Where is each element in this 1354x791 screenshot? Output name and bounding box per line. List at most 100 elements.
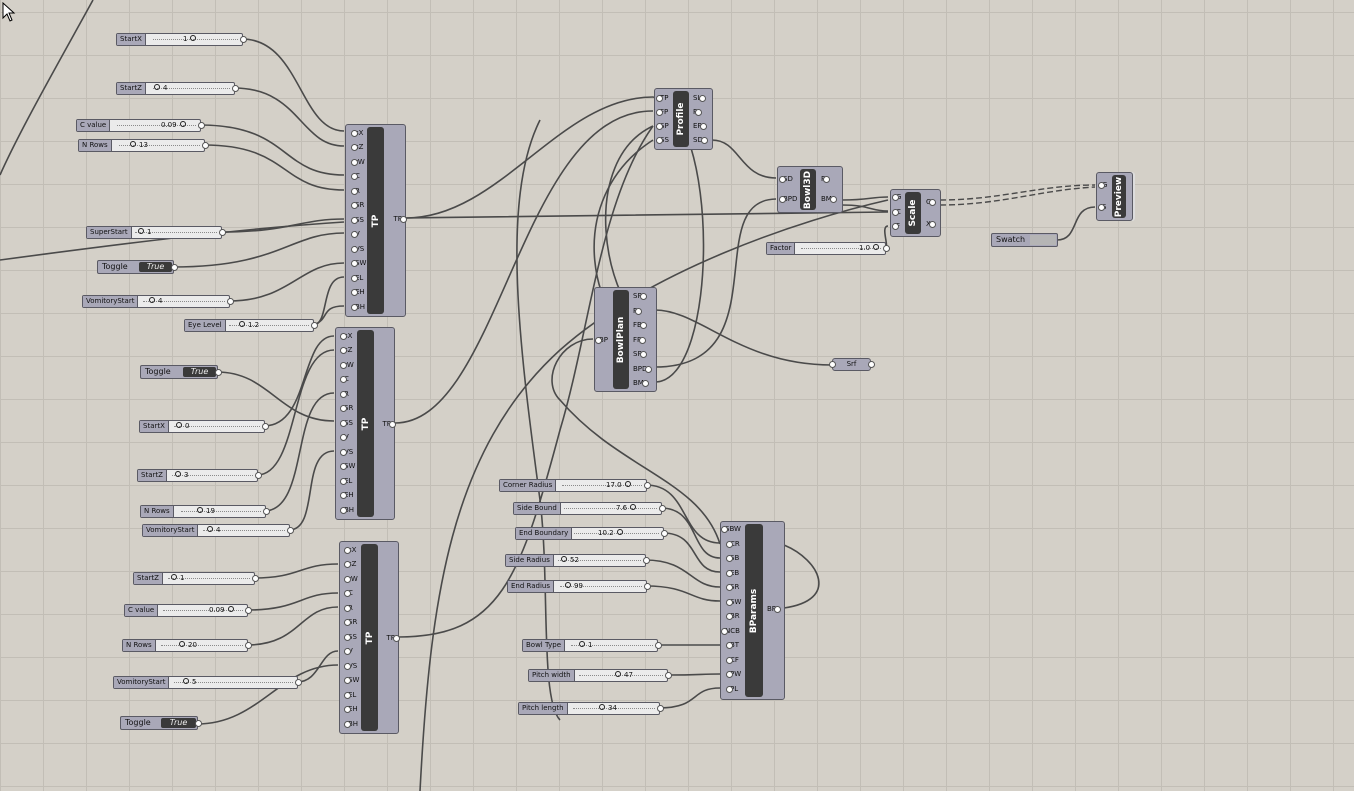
input-port[interactable]: SS <box>656 136 669 144</box>
slider-nrows-2[interactable]: N Rows 19 <box>140 505 270 518</box>
input-port[interactable]: SBW <box>721 525 741 533</box>
input-port[interactable]: EB <box>725 569 740 577</box>
input-port[interactable]: rW <box>351 158 365 166</box>
input-port[interactable]: EH <box>340 491 354 499</box>
bparams-component[interactable]: BParams SBW CR SB EB SR SW BR NCB BT CF … <box>720 521 785 700</box>
slider-nrows-1[interactable]: N Rows 13 <box>78 139 209 152</box>
slider-factor[interactable]: Factor 1.0 <box>766 242 890 255</box>
swatch-color[interactable] <box>1030 235 1056 245</box>
slider-cvalue-1[interactable]: C value 0.09 <box>76 119 205 132</box>
slider-vomitorystart-1[interactable]: VomitoryStart 4 <box>82 295 234 308</box>
input-port[interactable]: F <box>891 222 901 230</box>
input-port[interactable]: S <box>1097 203 1107 211</box>
output-port[interactable]: X <box>926 220 936 228</box>
input-port[interactable]: R <box>340 390 349 398</box>
slider-eye-level[interactable]: Eye Level 1.2 <box>184 319 318 332</box>
slider-nrows-3[interactable]: N Rows 20 <box>122 639 252 652</box>
input-port[interactable]: BH <box>350 303 366 311</box>
input-port[interactable]: SW <box>343 676 360 684</box>
output-port[interactable]: TP <box>382 420 396 428</box>
input-port[interactable]: EH <box>344 705 358 713</box>
toggle-2[interactable]: Toggle True <box>140 365 222 379</box>
input-port[interactable]: SW <box>725 598 742 606</box>
input-port[interactable]: PL <box>725 685 739 693</box>
input-port[interactable]: SB <box>725 554 740 562</box>
slider-cvalue-3[interactable]: C value 0.09 <box>124 604 252 617</box>
scale-component[interactable]: Scale G C F G X <box>890 189 941 237</box>
input-port[interactable]: rW <box>344 575 358 583</box>
toggle-3[interactable]: Toggle True <box>120 716 202 730</box>
input-port[interactable]: CF <box>726 656 739 664</box>
toggle-1[interactable]: Toggle True <box>97 260 178 274</box>
slider-pitch-length[interactable]: Pitch length 34 <box>518 702 664 715</box>
input-port[interactable]: SR <box>350 201 365 209</box>
input-port[interactable]: SS <box>351 216 364 224</box>
output-port[interactable]: SD <box>693 136 708 144</box>
slider-side-bound[interactable]: Side Bound 7.6 <box>513 502 666 515</box>
slider-startz-2[interactable]: StartZ 3 <box>137 469 262 482</box>
swatch[interactable]: Swatch <box>991 233 1058 247</box>
input-port[interactable]: EH <box>351 288 365 296</box>
input-port[interactable]: sZ <box>350 143 364 151</box>
input-port[interactable]: BT <box>725 641 740 649</box>
input-port[interactable]: sX <box>339 332 353 340</box>
bowlplan-component[interactable]: BowlPlan BP SP P FB FP SP BPD BM <box>594 287 657 392</box>
input-port[interactable]: SR <box>343 618 358 626</box>
srf-panel[interactable]: Srf <box>829 358 875 371</box>
slider-pitch-width[interactable]: Pitch width 47 <box>528 669 672 682</box>
input-port[interactable]: BH <box>339 506 355 514</box>
output-port[interactable]: P <box>821 175 831 183</box>
output-port[interactable]: FB <box>633 321 647 329</box>
output-port[interactable]: P <box>693 108 703 116</box>
input-port[interactable]: CR <box>726 540 740 548</box>
input-port[interactable]: C <box>340 375 349 383</box>
bowl3d-component[interactable]: Bowl3D SD BPD P BM <box>777 166 843 213</box>
output-port[interactable]: EP <box>693 122 707 130</box>
slider-vomitorystart-2[interactable]: VomitoryStart 4 <box>142 524 294 537</box>
slider-end-boundary[interactable]: End Boundary 10.2 <box>515 527 668 540</box>
output-port[interactable]: TP <box>393 215 407 223</box>
output-port[interactable]: P <box>633 307 643 315</box>
profile-component[interactable]: Profile TP FP SP SS SL P EP SD <box>654 88 713 150</box>
input-port[interactable]: VS <box>350 245 365 253</box>
slider-end-radius[interactable]: End Radius 99 <box>507 580 651 593</box>
input-port[interactable]: SR <box>339 404 354 412</box>
input-port[interactable]: SD <box>779 175 793 183</box>
input-port[interactable]: R <box>344 604 353 612</box>
input-port[interactable]: G <box>891 193 902 201</box>
slider-startx-1[interactable]: StartX 1 <box>116 33 247 46</box>
slider-startz-3[interactable]: StartZ 1 <box>133 572 259 585</box>
input-port[interactable]: FP <box>655 108 669 116</box>
slider-side-radius[interactable]: Side Radius 52 <box>505 554 650 567</box>
input-port[interactable]: SS <box>340 419 353 427</box>
input-port[interactable]: BP <box>594 336 609 344</box>
input-port[interactable]: SP <box>656 122 669 130</box>
output-port[interactable]: SP <box>633 292 647 300</box>
slider-superstart[interactable]: SuperStart 1 <box>86 226 226 239</box>
slider-startx-2[interactable]: StartX 0 <box>139 420 269 433</box>
tp-component-2[interactable]: TP sX sZ rW C R SR SS V VS SW EL EH BH T… <box>335 327 396 520</box>
input-port[interactable]: SS <box>344 633 357 641</box>
output-port[interactable]: BPD <box>633 365 654 373</box>
input-port[interactable]: R <box>351 187 360 195</box>
input-port[interactable]: C <box>351 172 360 180</box>
input-port[interactable]: sX <box>343 546 357 554</box>
output-port[interactable]: BP <box>767 605 782 613</box>
output-port[interactable]: BM <box>821 195 837 203</box>
input-port[interactable]: BH <box>343 720 359 728</box>
input-port[interactable]: TP <box>656 94 669 102</box>
input-port[interactable]: BR <box>726 612 740 620</box>
input-port[interactable]: V <box>351 230 360 238</box>
slider-bowl-type[interactable]: Bowl Type 1 <box>522 639 662 652</box>
input-port[interactable]: rW <box>340 361 354 369</box>
input-port[interactable]: PW <box>725 670 742 678</box>
input-port[interactable]: sZ <box>343 560 357 568</box>
input-port[interactable]: EL <box>350 274 364 282</box>
output-port[interactable]: SL <box>693 94 707 102</box>
output-port[interactable]: SP <box>633 350 647 358</box>
tp-component-1[interactable]: TP sX sZ rW C R SR SS V VS SW EL EH BH T… <box>345 124 407 317</box>
input-port[interactable]: C <box>892 208 901 216</box>
input-port[interactable]: C <box>344 589 353 597</box>
output-port[interactable]: BM <box>633 379 649 387</box>
input-port[interactable]: V <box>340 433 349 441</box>
